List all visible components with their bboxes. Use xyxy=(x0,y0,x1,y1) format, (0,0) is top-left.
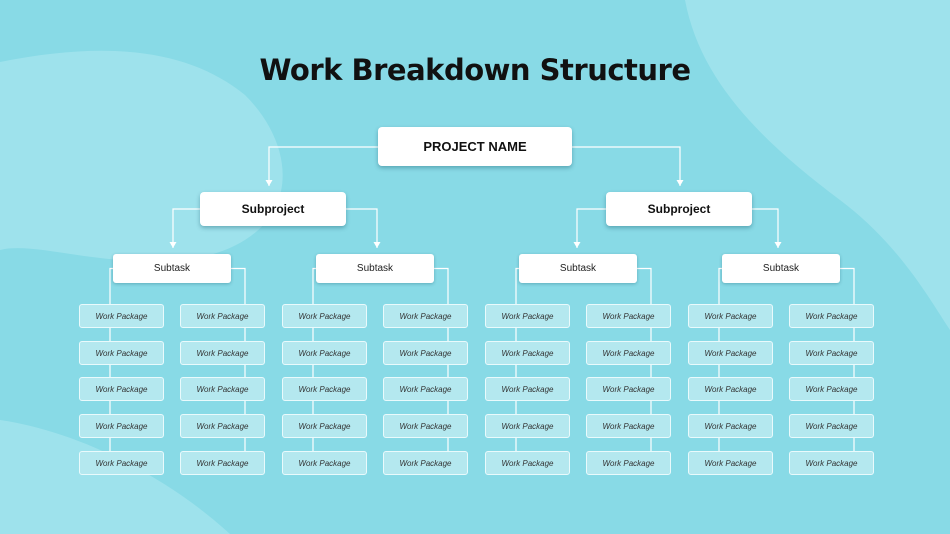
work-package-box[interactable]: Work Package xyxy=(485,304,570,328)
work-package-box[interactable]: Work Package xyxy=(383,341,468,365)
subproject-box[interactable]: Subproject xyxy=(200,192,346,226)
work-package-box[interactable]: Work Package xyxy=(79,377,164,401)
work-package-box[interactable]: Work Package xyxy=(586,341,671,365)
subproject-box[interactable]: Subproject xyxy=(606,192,752,226)
subtask-box[interactable]: Subtask xyxy=(722,254,840,283)
work-package-box[interactable]: Work Package xyxy=(79,451,164,475)
work-package-box[interactable]: Work Package xyxy=(485,377,570,401)
work-package-box[interactable]: Work Package xyxy=(688,377,773,401)
work-package-box[interactable]: Work Package xyxy=(282,414,367,438)
work-package-box[interactable]: Work Package xyxy=(789,341,874,365)
work-package-box[interactable]: Work Package xyxy=(688,414,773,438)
work-package-box[interactable]: Work Package xyxy=(79,304,164,328)
work-package-box[interactable]: Work Package xyxy=(79,414,164,438)
work-package-box[interactable]: Work Package xyxy=(282,377,367,401)
work-package-box[interactable]: Work Package xyxy=(789,377,874,401)
work-package-box[interactable]: Work Package xyxy=(485,341,570,365)
work-package-box[interactable]: Work Package xyxy=(383,377,468,401)
work-package-box[interactable]: Work Package xyxy=(383,304,468,328)
work-package-box[interactable]: Work Package xyxy=(180,451,265,475)
work-package-box[interactable]: Work Package xyxy=(485,451,570,475)
subtask-box[interactable]: Subtask xyxy=(519,254,637,283)
work-package-box[interactable]: Work Package xyxy=(586,451,671,475)
work-package-box[interactable]: Work Package xyxy=(688,341,773,365)
work-package-box[interactable]: Work Package xyxy=(282,304,367,328)
subtask-box[interactable]: Subtask xyxy=(316,254,434,283)
work-package-box[interactable]: Work Package xyxy=(180,304,265,328)
work-package-box[interactable]: Work Package xyxy=(688,304,773,328)
work-package-box[interactable]: Work Package xyxy=(282,451,367,475)
work-package-box[interactable]: Work Package xyxy=(383,414,468,438)
work-package-box[interactable]: Work Package xyxy=(586,377,671,401)
work-package-box[interactable]: Work Package xyxy=(180,414,265,438)
work-package-box[interactable]: Work Package xyxy=(79,341,164,365)
work-package-box[interactable]: Work Package xyxy=(180,377,265,401)
work-package-box[interactable]: Work Package xyxy=(485,414,570,438)
work-package-box[interactable]: Work Package xyxy=(789,304,874,328)
work-package-box[interactable]: Work Package xyxy=(789,451,874,475)
project-name-box[interactable]: PROJECT NAME xyxy=(378,127,572,166)
work-package-box[interactable]: Work Package xyxy=(586,304,671,328)
page-title: Work Breakdown Structure xyxy=(259,53,691,87)
work-package-box[interactable]: Work Package xyxy=(586,414,671,438)
work-package-box[interactable]: Work Package xyxy=(789,414,874,438)
work-package-box[interactable]: Work Package xyxy=(180,341,265,365)
work-package-box[interactable]: Work Package xyxy=(383,451,468,475)
work-package-box[interactable]: Work Package xyxy=(282,341,367,365)
work-package-box[interactable]: Work Package xyxy=(688,451,773,475)
subtask-box[interactable]: Subtask xyxy=(113,254,231,283)
